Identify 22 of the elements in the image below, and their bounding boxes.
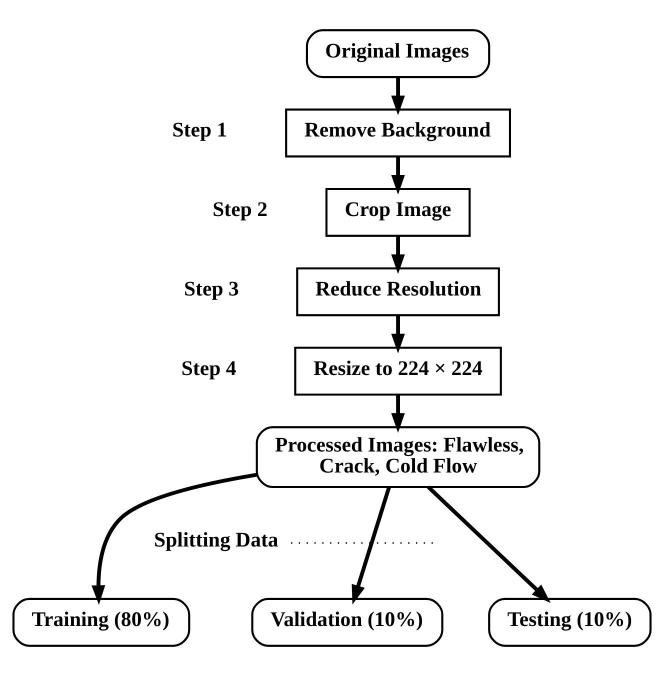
arrow [92,472,258,604]
arrow [391,235,405,274]
node-box: Remove Background [285,108,512,157]
node-box: Crop Image [325,187,471,236]
node-label: Step 1 [172,117,228,142]
arrow [391,156,405,194]
arrow [391,314,405,353]
node-box: Reduce Resolution [296,266,500,316]
arrow [352,486,391,604]
node-box: Resize to 224 × 224 [294,346,502,396]
node-box: Original Images [306,28,490,78]
node-box: Processed Images: Flawless, Crack, Cold Flow [256,426,540,488]
node-box: Training (80%) [12,597,190,646]
node-label: Step 2 [212,196,268,221]
node-text: Splitting Data [154,527,278,552]
arrow [391,394,405,432]
node-box: Testing (10%) [488,597,652,646]
node-label: Step 4 [181,355,236,380]
node-label: Step 3 [184,276,239,300]
arrow [427,485,551,602]
node-box: Validation (10%) [251,597,444,646]
arrow [391,76,405,115]
